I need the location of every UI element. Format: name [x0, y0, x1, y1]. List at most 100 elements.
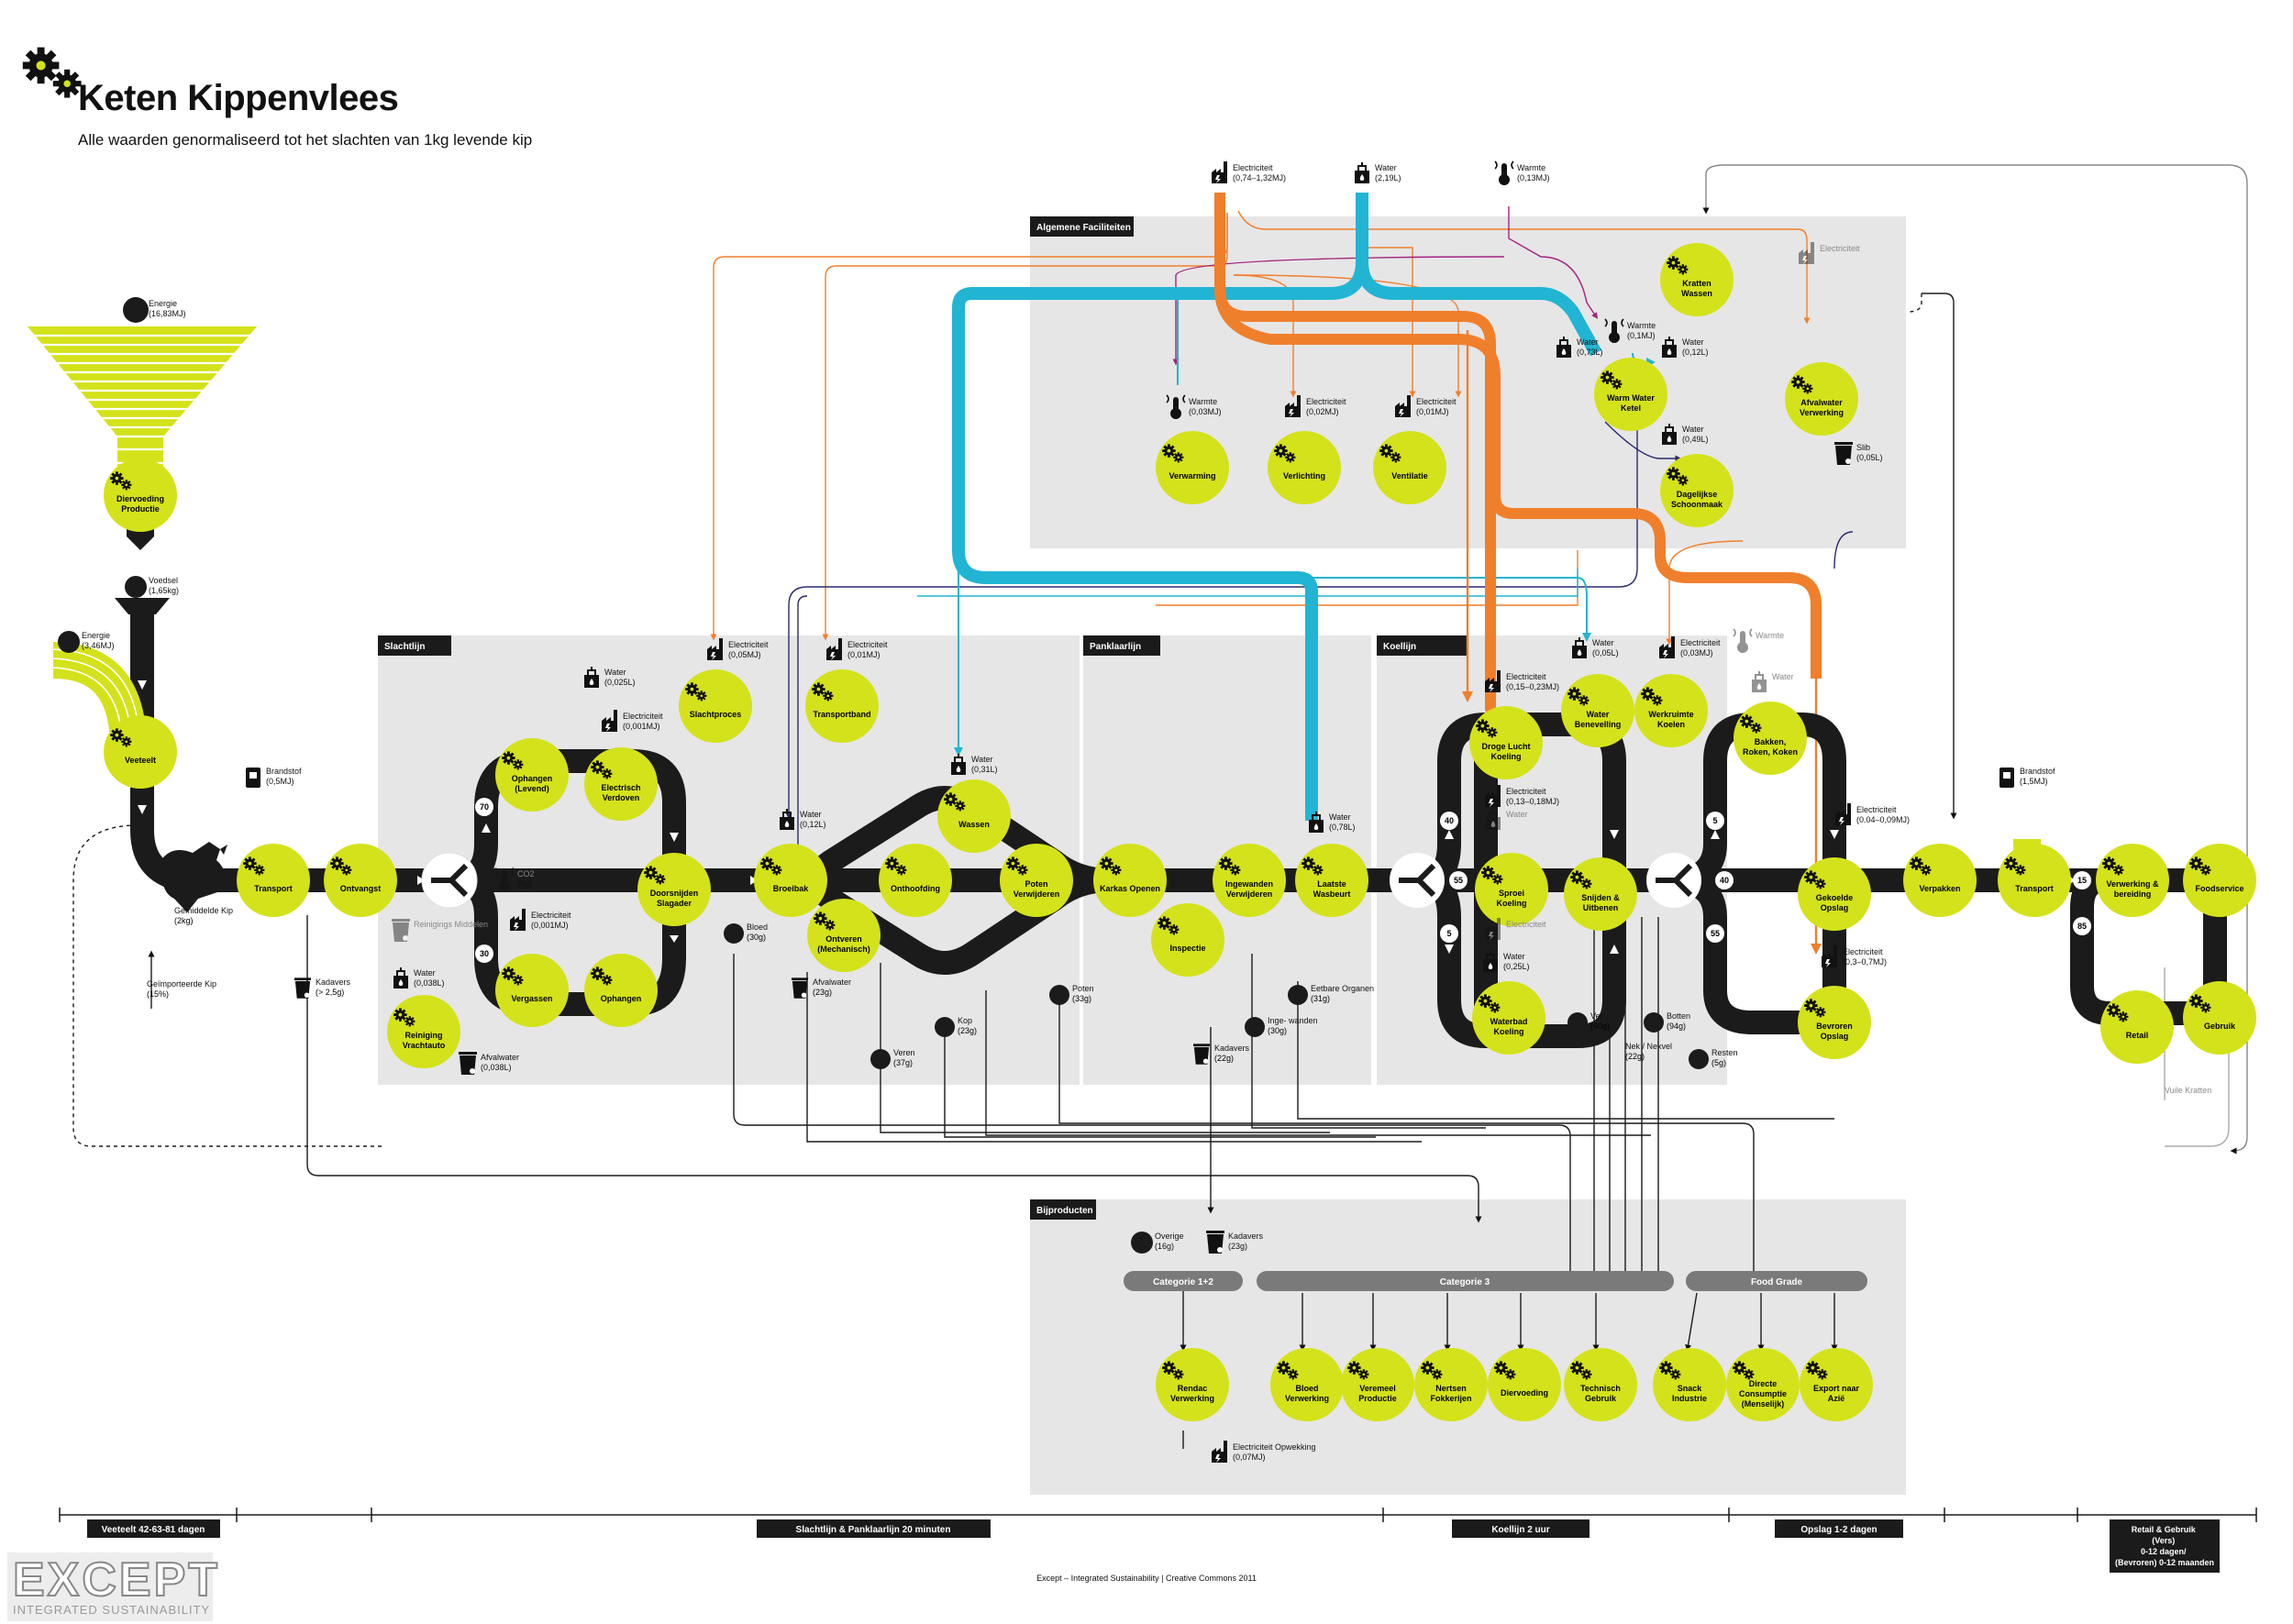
output-veren: Veren(37g): [870, 1048, 915, 1069]
resource-value: (0.04–0,09MJ): [1856, 815, 1910, 824]
process-label: Ophangen(Levend): [512, 774, 553, 793]
resource-value: (0,03MJ): [1680, 648, 1713, 657]
resource-label: Electriciteit: [623, 712, 663, 721]
resource-water-bakken: Water: [1751, 670, 1794, 693]
process-ventilatie: Ventilatie: [1373, 431, 1446, 504]
process-circle: [1472, 981, 1545, 1055]
process-label: Snijden &Uitbenen: [1581, 893, 1620, 912]
resource-energie-top: Energie(16,83MJ): [123, 297, 186, 323]
heat-icon: [1494, 160, 1514, 186]
resource-value: (0,5MJ): [266, 777, 294, 786]
resource-water-reiniging: Water(0,038L): [393, 967, 445, 989]
process-circle: [495, 954, 569, 1027]
section-label-bijproducten: Bijproducten: [1036, 1206, 1093, 1216]
resource-value: (0,31L): [971, 765, 998, 774]
process-label: Gebruik: [2204, 1022, 2236, 1031]
resource-elec-slachtproces: Electriciteit(0,05MJ): [707, 638, 769, 660]
resource-water-waterbad: Water(0,25L): [1482, 950, 1530, 973]
resource-label: Electriciteit: [728, 640, 769, 649]
process-circle: [104, 715, 177, 789]
timeline-slachtlijn: Slachtlijn & Panklaarlijn 20 minuten: [796, 1525, 951, 1535]
resource-elec-verlichting: Electriciteit(0,02MJ): [1285, 395, 1346, 417]
resource-value: (0,07MJ): [1233, 1453, 1266, 1462]
electricity-flow: [1214, 193, 1822, 711]
process-circle: [2100, 990, 2174, 1064]
output-vuile-kratten: Vuile Kratten: [2165, 1086, 2211, 1095]
process-wassen: Wassen: [937, 779, 1011, 853]
resource-warmte-top: Warmte(0,13MJ): [1494, 160, 1550, 186]
output-afvalwater-ontveren: Afvalwater(23g): [792, 978, 851, 999]
resource-elec-sproei: Electriciteit(0,13–0,18MJ): [1485, 785, 1559, 807]
output-label: Eetbare Organen: [1311, 984, 1374, 993]
output-ingewanden: Inge- wanden(30g): [1245, 1016, 1318, 1037]
output-value: (23g): [813, 988, 832, 997]
process-ontveren: Ontveren(Mechanisch): [807, 899, 881, 972]
resource-label: Electriciteit: [1856, 805, 1897, 814]
process-circle: [1213, 844, 1286, 917]
output-value: (94g): [1667, 1022, 1686, 1031]
process-label: Vergassen: [511, 994, 552, 1003]
resource-value: (0,15–0,23MJ): [1506, 682, 1559, 691]
resource-label: Warmte: [1756, 631, 1784, 640]
process-inspectie: Inspectie: [1151, 903, 1224, 977]
resource-energie-veeteelt: Energie(3,46MJ): [58, 631, 115, 653]
output-label: Vet: [1590, 1011, 1603, 1021]
resource-label: Water: [1772, 672, 1794, 681]
category-bars: Categorie 1+2 Categorie 3 Food Grade: [1124, 1271, 1867, 1291]
resource-voedsel: Voedsel(1,65kg): [125, 576, 179, 598]
resource-warmte-bakken: Warmte: [1733, 628, 1784, 654]
section-label-koellijn: Koellijn: [1383, 642, 1416, 652]
process-circle: [1469, 706, 1543, 779]
resource-label: Electriciteit: [1506, 787, 1546, 796]
resource-water-broeibak: Water(0,12L): [779, 808, 826, 831]
resource-label: Electriciteit: [1506, 920, 1546, 929]
except-logo: EXCEPT INTEGRATED SUSTAINABILITY: [7, 1552, 218, 1621]
resource-label: Electriciteit: [531, 911, 571, 920]
resource-brandstof-2: Brandstof(1,5MJ): [1999, 767, 2055, 788]
resource-dot-icon: [1131, 1232, 1153, 1254]
process-transportband: Transportband: [805, 669, 879, 743]
process-circle: [1660, 243, 1734, 316]
resource-warmte-verwarming: Warmte(0,03MJ): [1166, 394, 1222, 420]
output-label: Veren: [893, 1048, 915, 1057]
resource-value: (0,038L): [414, 978, 445, 988]
output-value: (22g): [1214, 1054, 1234, 1063]
process-circle: [1660, 454, 1734, 527]
output-resten: Resten(5g): [1689, 1048, 1738, 1069]
output-dot-icon: [1245, 1017, 1265, 1037]
process-circle: [937, 779, 1011, 853]
resource-label: Water: [1506, 810, 1528, 819]
resource-label: Brandstof: [2020, 767, 2055, 776]
thin-connectors: [72, 164, 2248, 1449]
switch-nodes: [421, 852, 1701, 909]
process-circle: [1270, 1348, 1344, 1421]
resource-value: (0,25L): [1503, 962, 1530, 971]
process-circle: [1564, 857, 1637, 931]
category-bar-3: [1257, 1271, 1674, 1291]
water-tap-icon: [1354, 161, 1370, 184]
resource-value: (8g): [517, 879, 532, 889]
output-value: (23g): [958, 1026, 977, 1035]
resource-label: Overige: [1155, 1232, 1184, 1241]
output-value: (30g): [747, 933, 766, 942]
factory-icon: [1212, 161, 1227, 183]
output-value: (33g): [1072, 994, 1091, 1003]
percent-badges: 70 30 40 55 5 5 40 55 15 85: [475, 798, 2091, 963]
resource-value: (0,01MJ): [1416, 407, 1449, 416]
resource-value: (1,65kg): [149, 586, 179, 595]
process-karkas-openen: Karkas Openen: [1093, 844, 1167, 917]
resource-label: Electriciteit Opwekking: [1233, 1442, 1316, 1452]
resource-water-schoonmaak: Water(0,49L): [1661, 423, 1709, 446]
